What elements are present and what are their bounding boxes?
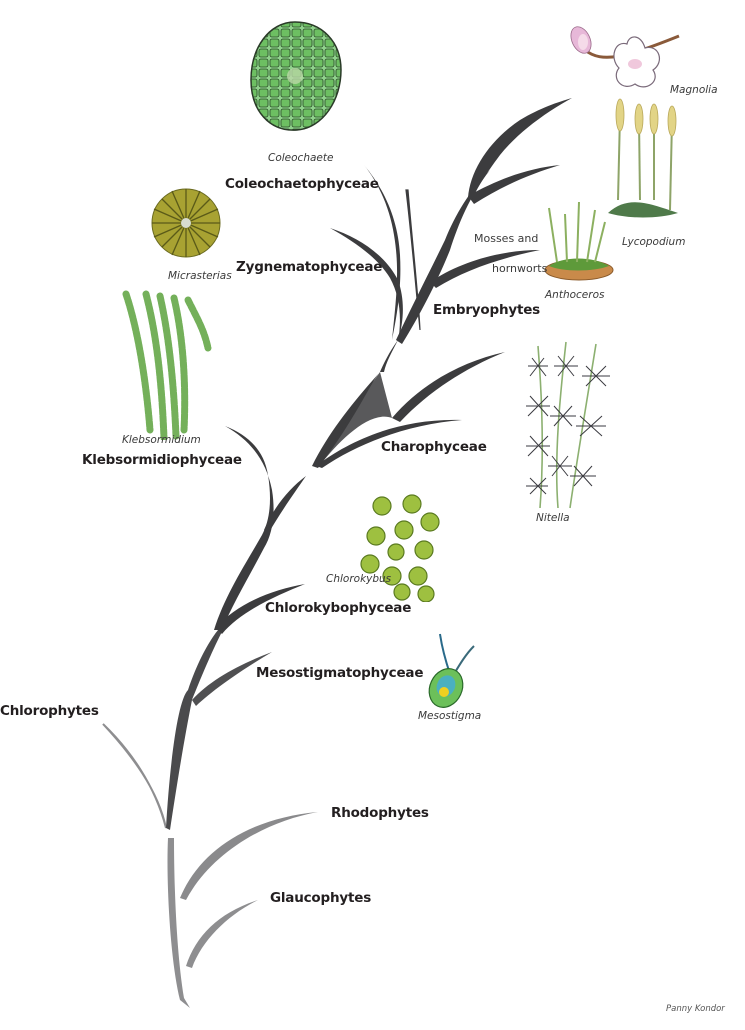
klebsormidium-illustration [122, 290, 212, 440]
branch-zygnematophyceae [330, 228, 403, 342]
anthoceros-illustration [544, 201, 614, 281]
clade-label-chlorokybophyceae: Chlorokybophyceae [265, 600, 412, 616]
branch-stem-upper-connector [264, 476, 306, 534]
species-label-nitella: Nitella [536, 512, 570, 524]
branch-charophyceae-upper-base [320, 372, 392, 465]
branch-magnolia [468, 98, 572, 200]
branch-embryophyte-sister-line [405, 189, 421, 331]
branch-root-trunk [167, 838, 190, 1008]
branch-lycopodium [468, 165, 560, 204]
species-label-micrasterias: Micrasterias [168, 270, 232, 282]
nitella-illustration [526, 341, 610, 509]
clade-label-klebsormidiophyceae: Klebsormidiophyceae [82, 452, 242, 468]
branch-chlorokybophyceae [216, 584, 305, 634]
branch-embryophytes-stem [396, 170, 490, 344]
species-label-anthoceros: Anthoceros [545, 289, 605, 301]
chlorokybus-illustration [360, 494, 440, 602]
clade-label-chlorophytes: Chlorophytes [0, 703, 99, 719]
clade-label-rhodophytes: Rhodophytes [331, 805, 429, 821]
branch-chlorophytes [102, 723, 167, 829]
branch-charophyceae-upper [392, 352, 505, 422]
species-label-chlorokybus: Chlorokybus [326, 573, 392, 585]
clade-label-charophyceae: Charophyceae [381, 439, 487, 455]
branch-charophyceae-lower [316, 419, 462, 468]
species-label-klebsormidium: Klebsormidium [122, 434, 201, 446]
branch-streptophyte-stem [166, 628, 224, 830]
sub-label-mosses-and: Mosses and [474, 232, 539, 245]
branch-mosses-hornworts [430, 250, 540, 288]
species-label-coleochaete: Coleochaete [268, 152, 334, 164]
clade-label-zygnematophyceae: Zygnematophyceae [236, 259, 383, 275]
clade-label-glaucophytes: Glaucophytes [270, 890, 372, 906]
species-label-lycopodium: Lycopodium [622, 236, 686, 248]
sub-label-hornworts: hornworts [492, 262, 548, 275]
species-label-mesostigma: Mesostigma [418, 710, 482, 722]
clade-label-mesostigmatophyceae: Mesostigmatophyceae [256, 665, 424, 681]
illustrator-credit: Panny Kondor [666, 1004, 725, 1014]
lycopodium-illustration [608, 98, 678, 218]
branch-charophyceae-node [312, 372, 380, 468]
branch-upper-stem [380, 340, 398, 372]
clade-label-embryophytes: Embryophytes [433, 302, 541, 318]
coleochaete-illustration [250, 21, 342, 131]
mesostigma-illustration [428, 633, 475, 708]
clade-label-coleochaetophyceae: Coleochaetophyceae [225, 176, 379, 192]
branch-glaucophytes [186, 900, 258, 968]
branch-mesostigmatophyceae [192, 652, 272, 706]
branch-rhodophytes [180, 812, 318, 900]
species-label-magnolia: Magnolia [670, 84, 718, 96]
micrasterias-illustration [151, 188, 221, 258]
magnolia-illustration [570, 26, 680, 88]
